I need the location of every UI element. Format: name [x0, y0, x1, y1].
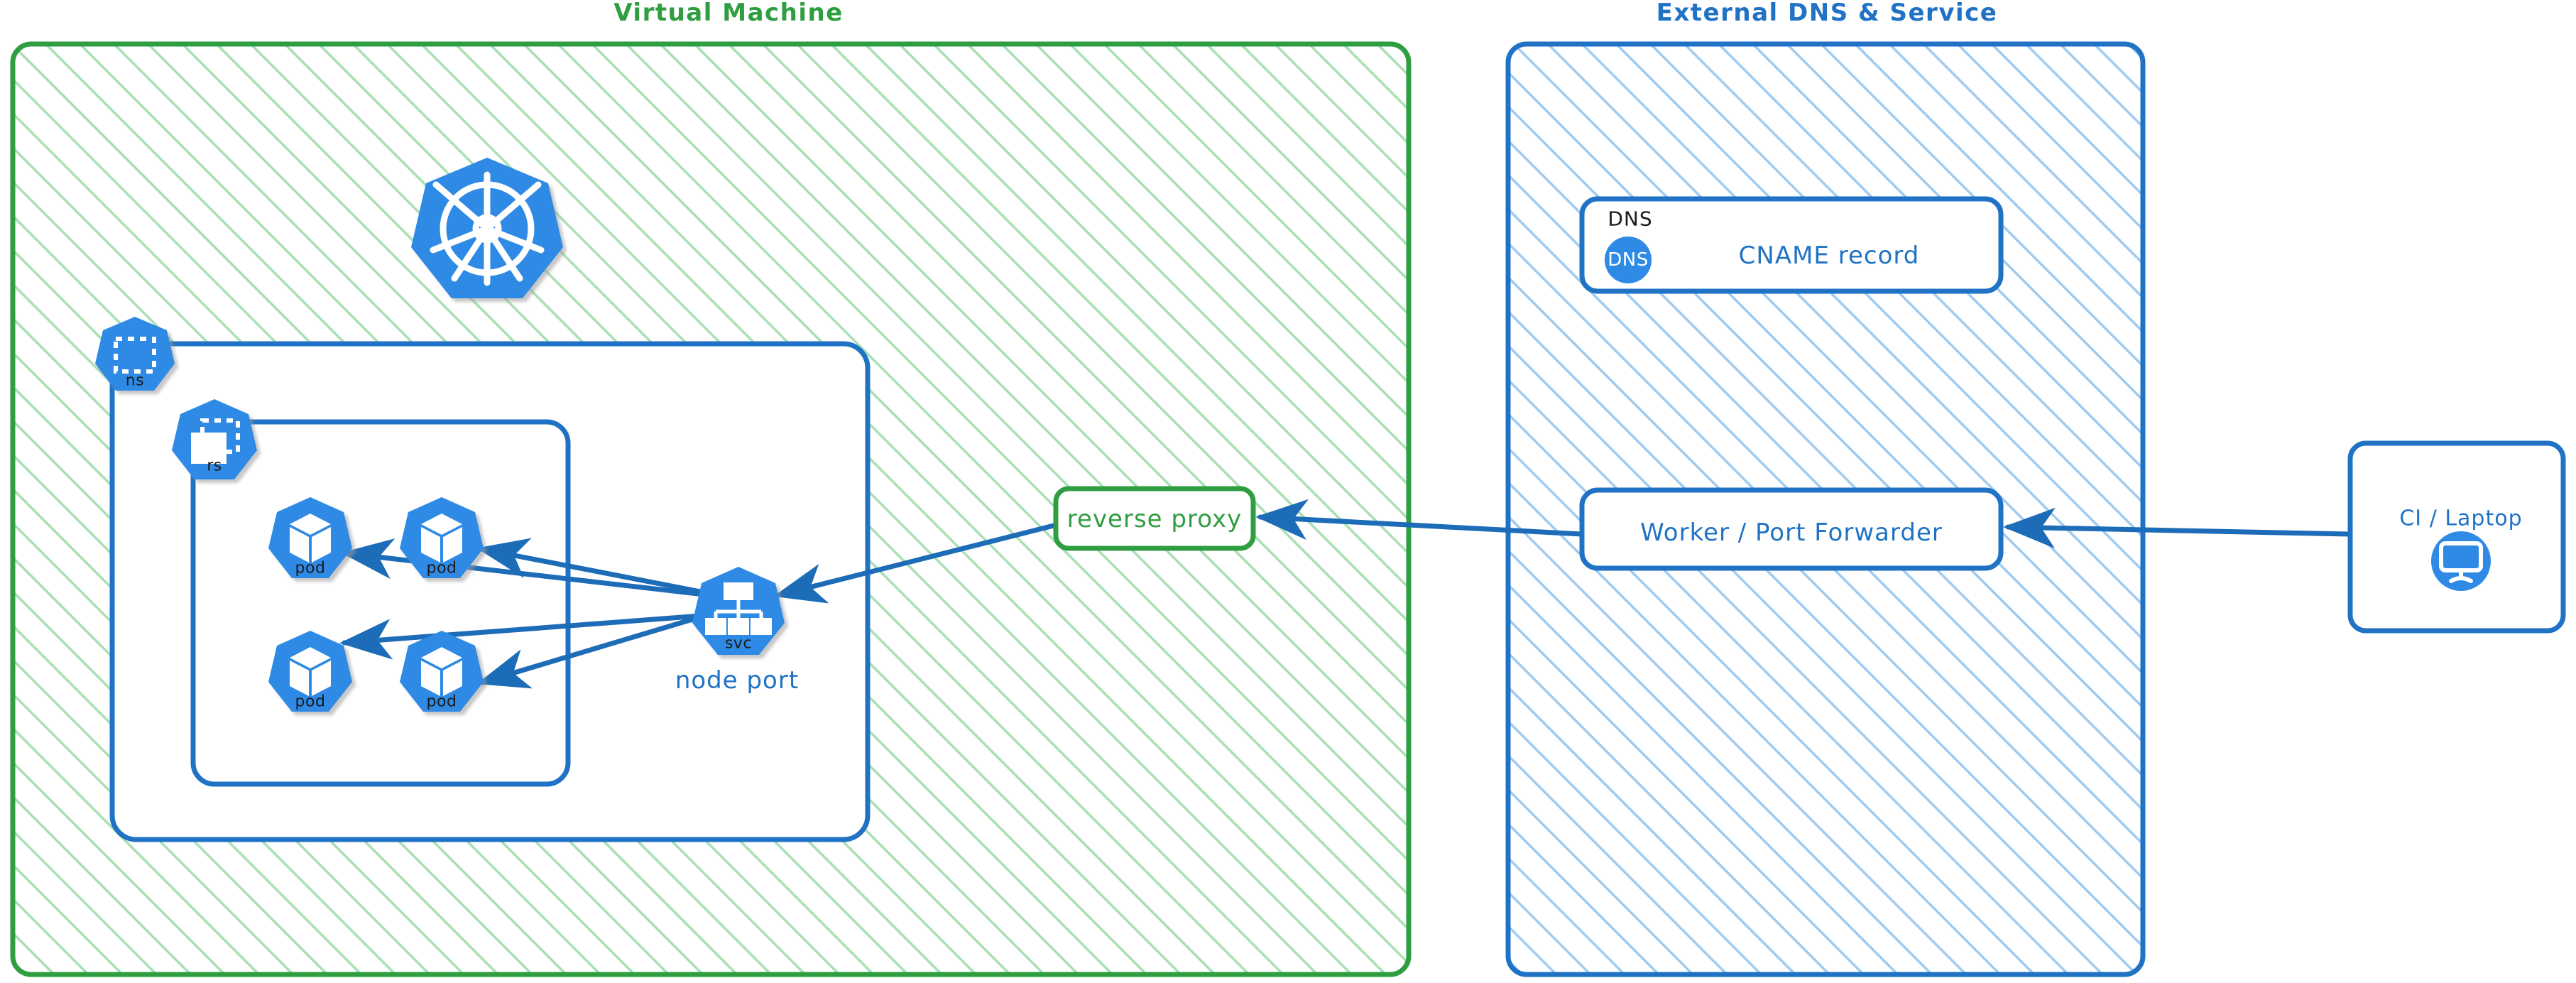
pod-4-caption: pod [426, 693, 457, 711]
node-port-label: node port [675, 666, 799, 695]
arrow-svc-to-pod-2 [476, 538, 714, 597]
panel-title-virtual-machine: Virtual Machine [613, 0, 844, 27]
desktop-monitor-icon [2431, 531, 2491, 591]
arrow-group [339, 499, 2353, 689]
dns-chip-label: DNS [1608, 249, 1649, 271]
dns-box-caption: DNS [1608, 207, 1653, 231]
service-nodeport-caption: svc [724, 634, 753, 653]
service-nodeport-icon [692, 567, 785, 655]
namespace-badge-icon [95, 317, 175, 391]
namespace-badge-caption: ns [125, 371, 145, 390]
pod-2-icon [400, 497, 484, 578]
arrow-reverse-proxy-to-svc [773, 523, 1057, 604]
replicaset-badge-icon [172, 399, 257, 479]
pod-1-icon [268, 497, 352, 578]
box-ci-laptop[interactable] [2347, 440, 2566, 634]
worker-port-forwarder-label: Worker / Port Forwarder [1640, 518, 1943, 547]
pod-3-icon [268, 631, 352, 712]
arrow-svc-to-pod-4 [476, 611, 714, 689]
replicaset-badge-caption: rs [207, 457, 222, 475]
pod-3-caption: pod [295, 693, 326, 711]
panel-title-external-dns-service: External DNS & Service [1656, 0, 1998, 27]
box-worker-port-forwarder[interactable] [1579, 487, 2004, 571]
pod-4-icon [400, 631, 484, 712]
dns-chip-icon [1605, 237, 1652, 283]
pod-2-caption: pod [426, 559, 457, 577]
ci-laptop-label: CI / Laptop [2399, 506, 2523, 531]
arrow-ci-laptop-to-worker [2003, 507, 2353, 549]
cname-record-label: CNAME record [1738, 241, 1920, 270]
kubernetes-logo-icon [411, 158, 563, 298]
arrow-svc-to-pod-3 [339, 612, 713, 660]
box-dns[interactable] [1579, 196, 2004, 294]
reverse-proxy-label: reverse proxy [1066, 505, 1243, 533]
pod-1-caption: pod [295, 559, 326, 577]
box-reverse-proxy[interactable] [1053, 486, 1256, 551]
arrow-worker-to-reverse-proxy [1255, 499, 1585, 541]
container-replicaset [190, 419, 571, 787]
